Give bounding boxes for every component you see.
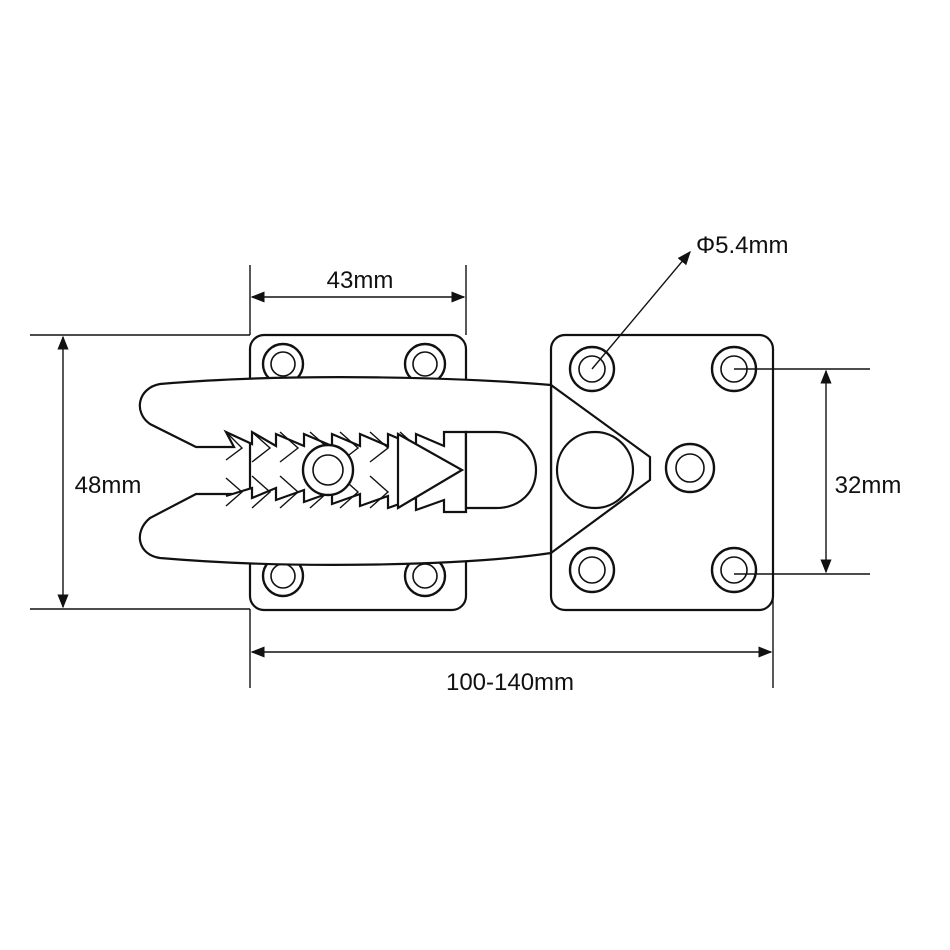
latch-tongue <box>396 432 465 510</box>
label-48mm: 48mm <box>75 472 142 499</box>
center-hole-inner <box>675 453 705 483</box>
left-plate-holes <box>261 342 447 598</box>
latch-nose <box>464 430 538 510</box>
fork-outline <box>138 376 553 566</box>
mount-hole-inner <box>270 563 296 589</box>
label-32mm: 32mm <box>835 472 902 499</box>
dimension-hole-diameter: Φ5.4mm <box>591 232 789 370</box>
leader-line <box>591 250 691 370</box>
pivot-hole-inner <box>312 454 344 486</box>
label-hole-diameter: Φ5.4mm <box>696 232 789 259</box>
dimension-100-140mm: 100-140mm <box>249 562 774 696</box>
label-43mm: 43mm <box>327 267 394 294</box>
dimension-32mm: 32mm <box>734 368 902 575</box>
dimension-48mm: 48mm <box>30 334 250 610</box>
mount-hole-inner <box>412 563 438 589</box>
mount-hole-inner <box>412 351 438 377</box>
label-100-140mm: 100-140mm <box>446 669 574 696</box>
latch-receiver-hole <box>555 430 635 510</box>
label-bg <box>66 468 150 502</box>
latch-fork <box>138 376 553 566</box>
right-mounting-plate <box>549 333 775 612</box>
mount-hole-inner <box>578 556 606 584</box>
mount-hole-inner <box>270 351 296 377</box>
mount-hole-inner <box>720 556 748 584</box>
dimension-43mm: 43mm <box>249 265 467 335</box>
